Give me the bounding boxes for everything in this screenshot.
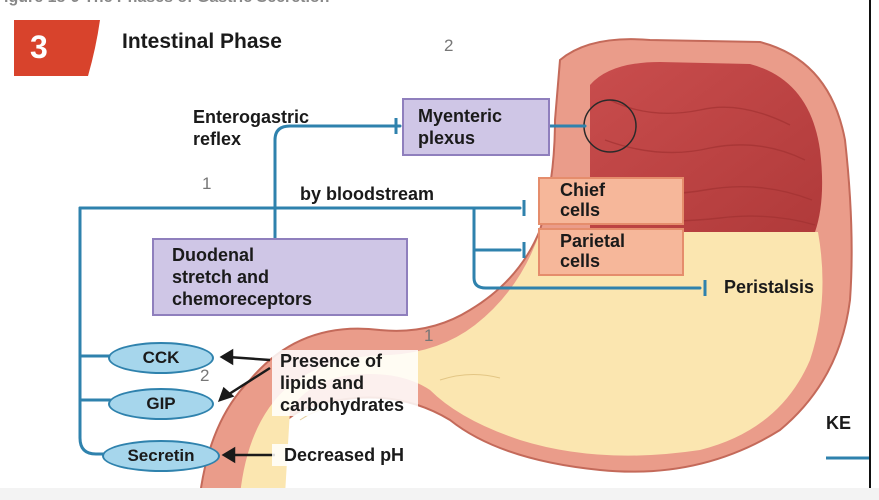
secretin-oval: Secretin	[102, 440, 220, 472]
peristalsis-label: Peristalsis	[724, 276, 814, 298]
handwritten-mark: 1	[202, 174, 211, 194]
handwritten-mark: 2	[200, 366, 209, 386]
enterogastric-reflex-label: Enterogastric reflex	[193, 106, 309, 150]
handwritten-mark: 1	[424, 326, 433, 346]
by-bloodstream-label: by bloodstream	[300, 183, 434, 205]
decreased-ph-label: Decreased pH	[272, 444, 416, 466]
myenteric-plexus-box: Myenteric plexus	[402, 98, 550, 156]
parietal-cells-box: Parietal cells	[538, 228, 684, 276]
handwritten-mark: 2	[444, 36, 453, 56]
presence-lipids-label: Presence of lipids and carbohydrates	[272, 350, 418, 416]
duodenal-stretch-box: Duodenal stretch and chemoreceptors	[152, 238, 408, 316]
cck-oval: CCK	[108, 342, 214, 374]
phase-title: Intestinal Phase	[122, 31, 282, 53]
figure-caption-cut: igure 18-9 The Phases of Gastric Secreti…	[4, 0, 329, 9]
key-label-partial: KE	[826, 412, 851, 434]
chief-cells-box: Chief cells	[538, 177, 684, 225]
phase-number-badge	[14, 20, 100, 76]
phase-number: 3	[30, 31, 48, 63]
gip-oval: GIP	[108, 388, 214, 420]
